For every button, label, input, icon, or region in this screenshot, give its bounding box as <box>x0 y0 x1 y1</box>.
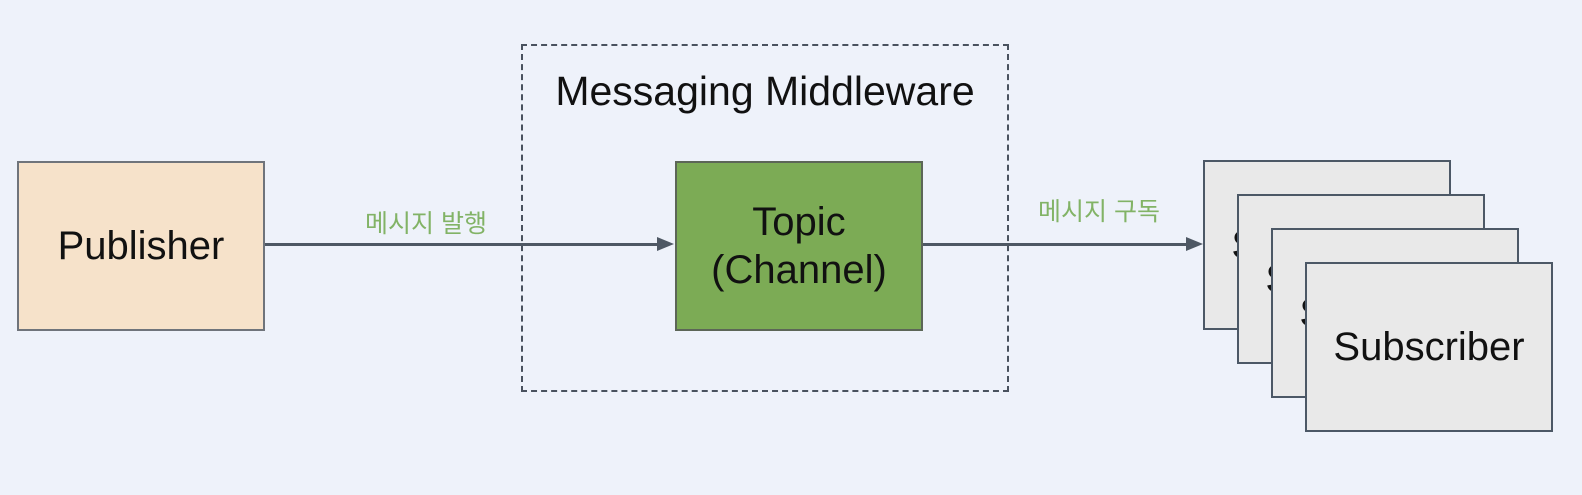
publish-arrow-line <box>265 243 661 246</box>
messaging-middleware-container: Messaging Middleware <box>521 44 1009 392</box>
subscriber-label: Subscriber <box>1333 325 1525 369</box>
subscribe-flow-label: 메시지 구독 <box>1038 198 1160 226</box>
subscribe-arrowhead-icon <box>1186 237 1203 251</box>
topic-channel-node: Topic (Channel) <box>675 161 923 331</box>
publisher-label: Publisher <box>57 224 225 268</box>
subscribe-arrow-line <box>923 243 1190 246</box>
subscriber-node-4: Subscriber <box>1305 262 1553 432</box>
publish-arrowhead-icon <box>657 237 674 251</box>
messaging-middleware-title: Messaging Middleware <box>555 68 975 114</box>
publisher-node: Publisher <box>17 161 265 331</box>
topic-label-line1: Topic <box>752 200 846 244</box>
topic-label-line2: (Channel) <box>711 248 887 292</box>
publish-flow-label: 메시지 발행 <box>365 210 487 238</box>
